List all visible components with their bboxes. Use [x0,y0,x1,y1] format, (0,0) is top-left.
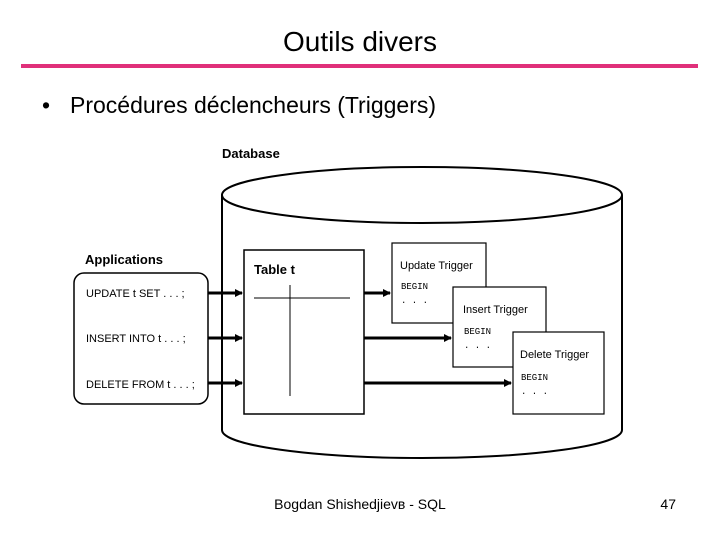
update-trigger-begin: BEGIN [401,282,428,292]
database-label: Database [222,146,280,161]
delete-trigger-name: Delete Trigger [520,349,589,361]
page-number: 47 [660,496,676,512]
statement-insert: INSERT INTO t . . . ; [86,333,186,345]
footer-author: Bogdan Shishedjievв - SQL [274,496,446,512]
update-trigger-name: Update Trigger [400,260,473,272]
insert-trigger-ellipsis: . . . [464,341,491,351]
bullet-item: • Procédures déclencheurs (Triggers) [42,92,436,119]
bullet-text: Procédures déclencheurs (Triggers) [70,92,437,118]
insert-trigger-name: Insert Trigger [463,304,528,316]
slide-title: Outils divers [282,26,438,57]
bullet-icon: • [42,92,51,118]
statement-delete: DELETE FROM t . . . ; [86,379,195,391]
delete-trigger-ellipsis: . . . [521,387,548,397]
table-label: Table t [254,262,296,277]
insert-trigger-begin: BEGIN [464,327,491,337]
applications-label: Applications [85,252,163,267]
table-box [243,249,365,415]
delete-trigger-begin: BEGIN [521,373,548,383]
update-trigger-ellipsis: . . . [401,296,428,306]
delete-trigger-box: Delete Trigger BEGIN . . . [512,331,605,415]
title-divider [21,64,698,68]
statement-update: UPDATE t SET . . . ; [86,288,185,300]
